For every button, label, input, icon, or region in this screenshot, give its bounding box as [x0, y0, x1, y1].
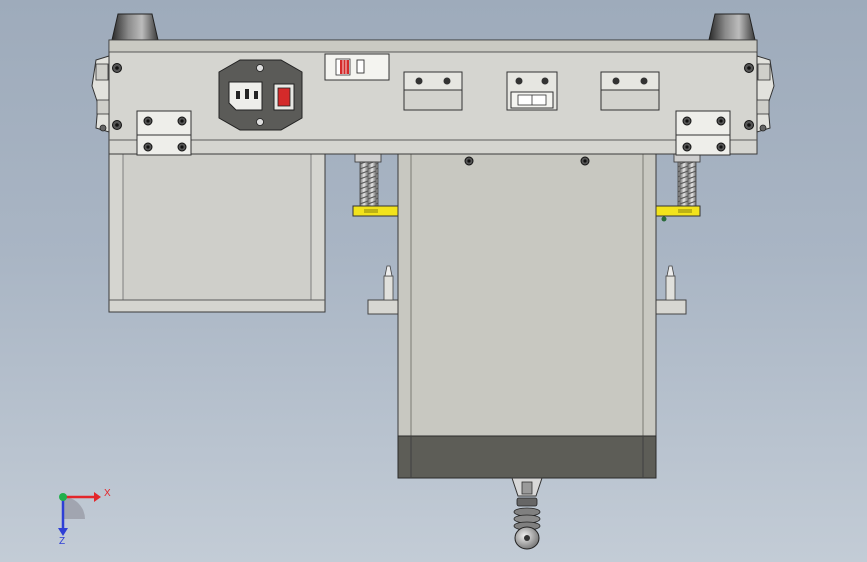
central-housing — [397, 153, 657, 479]
right-spring-assembly — [655, 153, 701, 222]
top-right-cup — [708, 13, 756, 41]
z-axis-label: Z — [59, 536, 65, 547]
y-axis-origin — [59, 493, 67, 501]
top-left-cup — [111, 13, 159, 41]
handle-icon — [403, 89, 463, 111]
spring-icon — [359, 161, 379, 207]
power-inlet-module[interactable] — [218, 59, 303, 131]
bottom-probe — [511, 477, 543, 550]
fuse-holder[interactable] — [506, 71, 558, 111]
toggle-switch-icon — [335, 58, 365, 76]
rocker-switch-icon[interactable] — [273, 83, 295, 111]
fuse-holder-icon — [510, 91, 554, 109]
power-inlet-icon — [228, 81, 263, 111]
handle-right[interactable] — [600, 71, 660, 111]
left-hinge-bracket — [136, 110, 192, 156]
left-guide-pin — [367, 265, 399, 315]
right-latch[interactable] — [756, 55, 775, 133]
handle-icon — [600, 89, 660, 111]
x-axis-label: X — [104, 488, 111, 499]
handle-left[interactable] — [403, 71, 463, 111]
right-hinge-bracket — [675, 110, 731, 156]
left-spring-assembly — [352, 153, 400, 217]
toggle-switch[interactable] — [324, 53, 390, 81]
left-lower-housing — [108, 153, 326, 313]
right-guide-pin — [655, 265, 687, 315]
spring-icon — [677, 161, 697, 207]
panel-screws — [112, 63, 754, 130]
left-latch[interactable] — [91, 55, 110, 133]
coordinate-triad-icon: X Z — [58, 488, 111, 547]
